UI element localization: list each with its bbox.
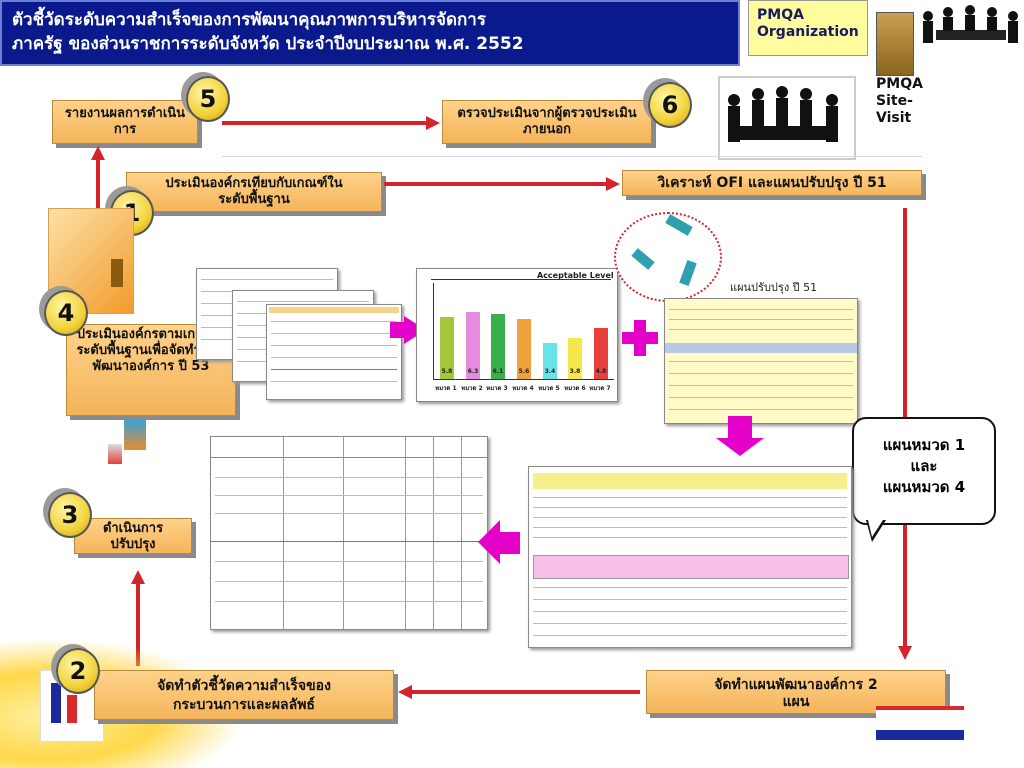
book-emblem	[111, 259, 123, 287]
two-plans-label: จัดทำแผนพัฒนาองค์การ 2 แผน	[714, 677, 878, 710]
meeting-clipart-icon	[918, 2, 1022, 54]
arrow-down-magenta-head	[716, 438, 764, 456]
title-line-1: ตัวชี้วัดระดับความสำเร็จของการพัฒนาคุณภา…	[12, 10, 486, 30]
step-2-number: 2	[56, 648, 100, 694]
step-6-label: ตรวจประเมินจากผู้ตรวจประเมินภายนอก	[457, 106, 637, 137]
step-3-label: ดำเนินการปรับปรุง	[102, 521, 164, 552]
cycle-arrow-1	[665, 214, 693, 236]
title-banner: ตัวชี้วัดระดับความสำเร็จของการพัฒนาคุณภา…	[0, 0, 740, 66]
chart-bar-3	[491, 314, 505, 379]
arrow-down-right-head	[898, 646, 912, 660]
chart-category-label-7: หมวด 7	[589, 385, 611, 392]
assessment-sheet-front	[266, 304, 402, 400]
arrow-left-magenta	[498, 532, 520, 554]
callout-line-3: แผนหมวด 4	[882, 478, 966, 496]
pmqa-org-line-2: Organization	[757, 24, 859, 40]
step-2-label: จัดทำตัวชี้วัดความสำเร็จของกระบวนการและผ…	[157, 678, 331, 713]
arrow-up-to-3-head	[131, 570, 145, 584]
chart-value-label-2: 6.3	[467, 368, 479, 375]
arrow-up-to-5-head	[91, 146, 105, 160]
chart-bar-5	[543, 343, 557, 379]
callout-line-2: และ	[910, 457, 938, 475]
pmqa-site-visit-label: PMQA Site- Visit	[876, 76, 923, 127]
chart-bar-7	[594, 328, 608, 379]
chart-bar-4	[517, 319, 531, 379]
improvement-plan-sheet	[664, 298, 858, 424]
kpi-table-document	[210, 436, 488, 630]
ofi-analysis-label: วิเคราะห์ OFI และแผนปรับปรุง ปี 51	[657, 175, 887, 191]
arrow-to-chart	[390, 322, 406, 338]
callout-tail-inner	[868, 520, 883, 537]
arrow-up-to-5	[96, 160, 100, 210]
chart-bar-1	[440, 317, 454, 379]
chart-category-label-3: หมวด 3	[486, 385, 508, 392]
acceptable-level-line	[431, 279, 611, 280]
step-5-number: 5	[186, 76, 230, 122]
step-6-number: 6	[648, 82, 692, 128]
chart-value-label-5: 3.4	[544, 368, 556, 375]
step-5-box: รายงานผลการดำเนินการ	[52, 100, 198, 144]
development-plan-form	[528, 466, 852, 648]
step-1-box: ประเมินองค์กรเทียบกับเกณฑ์ในระดับพื้นฐาน	[126, 172, 382, 212]
arrow-left-magenta-head	[478, 520, 500, 564]
arrow-5-to-6	[222, 121, 428, 125]
chart-value-label-4: 5.6	[518, 368, 530, 375]
chart-category-label-6: หมวด 6	[564, 385, 586, 392]
score-bar-chart: Acceptable Level 5.8 6.3 6.1 5.6 3.4 3.8 4.8 ห…	[416, 268, 618, 402]
plus-connector-v	[634, 320, 646, 356]
two-plans-box: จัดทำแผนพัฒนาองค์การ 2 แผน	[646, 670, 946, 714]
chart-title: Acceptable Level	[537, 271, 614, 280]
chart-value-label-6: 3.8	[569, 368, 581, 375]
step-4-label: ประเมินองค์กรตามเกณฑ์ฯ ระดับพื้นฐานเพื่อ…	[76, 327, 226, 374]
site-visit-clipart-icon	[718, 76, 856, 160]
plan-category-callout: แผนหมวด 1 และ แผนหมวด 4	[852, 417, 996, 525]
improvement-cycle-diagram	[614, 212, 722, 302]
plan-caption: แผนปรับปรุง ปี 51	[730, 281, 818, 294]
step-1-label: ประเมินองค์กรเทียบกับเกณฑ์ในระดับพื้นฐาน	[165, 176, 343, 207]
divider-line	[222, 156, 922, 157]
chart-plot-area: 5.8 6.3 6.1 5.6 3.4 3.8 4.8	[433, 283, 614, 380]
site-visit-line-3: Visit	[876, 110, 912, 126]
pmqa-organization-label: PMQA Organization	[748, 0, 868, 56]
title-line-2: ภาครัฐ ของส่วนราชการระดับจังหวัด ประจำปี…	[12, 34, 524, 54]
step-2-box: จัดทำตัวชี้วัดความสำเร็จของกระบวนการและผ…	[94, 670, 394, 720]
chart-category-label-2: หมวด 2	[461, 385, 483, 392]
arrow-plan-to-2	[412, 690, 640, 694]
arrow-down-magenta	[728, 416, 752, 440]
step-4-number: 4	[44, 290, 88, 336]
cycle-arrow-3	[631, 248, 655, 270]
chart-value-label-1: 5.8	[441, 368, 453, 375]
arrow-up-to-3	[136, 584, 140, 666]
chart-value-label-7: 4.8	[595, 368, 607, 375]
step-6-box: ตรวจประเมินจากผู้ตรวจประเมินภายนอก	[442, 100, 652, 144]
ocpsc-logo-image	[876, 706, 964, 744]
small-book-image-1	[124, 420, 146, 450]
step-3-number: 3	[48, 492, 92, 538]
site-visit-line-1: PMQA	[876, 76, 923, 92]
step-3-box: ดำเนินการปรับปรุง	[74, 518, 192, 554]
chart-bar-6	[568, 338, 582, 379]
chart-bar-2	[466, 312, 480, 379]
callout-line-1: แผนหมวด 1	[882, 436, 966, 454]
step-5-label: รายงานผลการดำเนินการ	[64, 106, 186, 137]
ofi-analysis-box: วิเคราะห์ OFI และแผนปรับปรุง ปี 51	[622, 170, 922, 196]
pmqa-logo	[876, 12, 914, 76]
site-visit-line-2: Site-	[876, 93, 913, 109]
chart-category-label-4: หมวด 4	[512, 385, 534, 392]
arrow-5-to-6-head	[426, 116, 440, 130]
small-book-image-2	[108, 444, 122, 464]
chart-category-label-5: หมวด 5	[538, 385, 560, 392]
chart-category-label-1: หมวด 1	[435, 385, 457, 392]
arrow-1-to-ofi	[384, 182, 608, 186]
arrow-plan-to-2-head	[398, 685, 412, 699]
arrow-1-to-ofi-head	[606, 177, 620, 191]
pmqa-org-line-1: PMQA	[757, 7, 804, 23]
cycle-arrow-2	[679, 260, 697, 286]
chart-value-label-3: 6.1	[492, 368, 504, 375]
